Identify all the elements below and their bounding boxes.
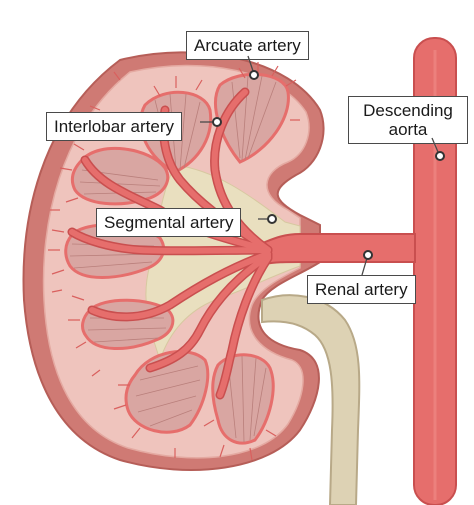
- pointer-descending-aorta: [435, 151, 445, 161]
- pointer-renal-artery: [363, 250, 373, 260]
- ureter: [261, 294, 361, 505]
- label-segmental-artery: Segmental artery: [96, 208, 242, 237]
- label-descending-aorta: Descending aorta: [348, 96, 468, 144]
- label-renal-artery: Renal artery: [307, 275, 416, 304]
- label-descending-aorta-line1: Descending: [363, 101, 453, 120]
- renal-artery-vessel: [264, 233, 416, 266]
- cortical-arterioles: [48, 62, 300, 461]
- pointer-arcuate-artery: [249, 70, 259, 80]
- label-interlobar-artery: Interlobar artery: [46, 112, 182, 141]
- pointer-interlobar-artery: [212, 117, 222, 127]
- pointer-segmental-artery: [267, 214, 277, 224]
- label-arcuate-artery: Arcuate artery: [186, 31, 309, 60]
- label-descending-aorta-line2: aorta: [388, 120, 428, 139]
